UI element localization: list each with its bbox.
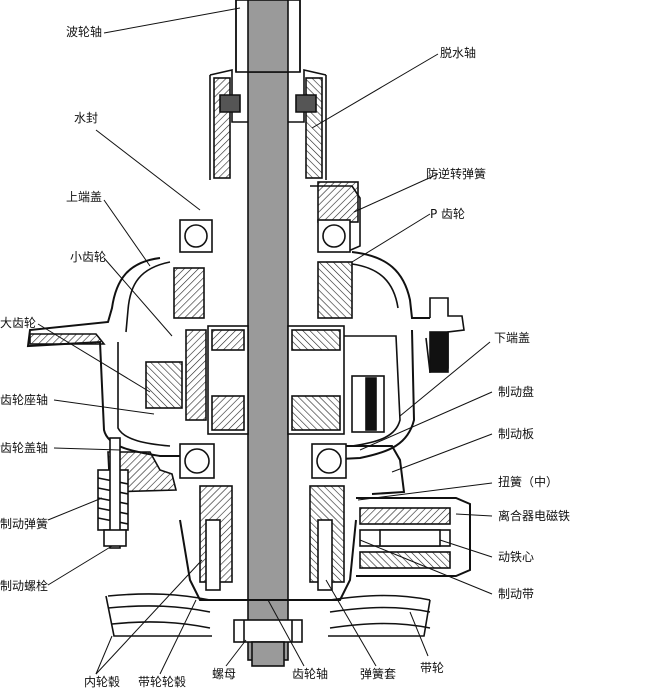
label-upper-cover: 上端盖	[66, 190, 102, 204]
pulley-hub	[179, 519, 357, 601]
labels: 波轮轴 脱水轴 水封 防逆转弹簧 P 齿轮 上端盖 小齿轮 大齿轮 下端盖 齿轮…	[0, 24, 570, 689]
upper-bearing-left	[179, 219, 213, 253]
label-moving-core: 动铁心	[498, 550, 534, 564]
lower-bearing-right	[311, 443, 347, 479]
label-gear-seat-shaft: 齿轮座轴	[0, 392, 48, 407]
big-gear	[29, 333, 106, 345]
brake-bolt	[109, 437, 121, 549]
brake-disc	[346, 445, 406, 495]
label-brake-spring: 制动弹簧	[0, 516, 48, 531]
label-anti-reverse-spring: 防逆转弹簧	[426, 166, 486, 181]
label-spin-shaft: 脱水轴	[440, 45, 476, 60]
label-nut: 螺母	[212, 667, 236, 681]
label-water-seal: 水封	[74, 111, 98, 125]
moving-core	[379, 529, 441, 547]
wave-shaft	[247, 0, 289, 661]
label-brake-plate: 制动板	[498, 427, 534, 441]
label-lower-cover: 下端盖	[494, 331, 530, 345]
spring-sleeve-left	[205, 519, 221, 591]
label-wave-shaft: 波轮轴	[66, 24, 102, 39]
small-gear	[173, 267, 205, 319]
label-clutch-magnet: 离合器电磁铁	[498, 508, 570, 523]
label-small-gear: 小齿轮	[70, 250, 106, 264]
lower-cover	[319, 329, 416, 461]
label-brake-bolt: 制动螺栓	[0, 578, 48, 593]
label-p-gear: P 齿轮	[430, 207, 465, 221]
lower-bearing-left	[179, 443, 215, 479]
leader-lines	[37, 7, 493, 675]
label-spring-sleeve: 弹簧套	[360, 666, 396, 681]
assembly-drawing	[26, 0, 471, 667]
label-inner-hub: 内轮毂	[84, 675, 120, 689]
label-big-gear: 大齿轮	[0, 316, 36, 330]
water-seal	[219, 94, 317, 113]
label-brake-disc: 制动盘	[498, 384, 534, 399]
label-torsion-spring: 扭簧（中）	[498, 474, 558, 489]
spring-sleeve-right	[317, 519, 333, 591]
pulley	[107, 593, 431, 629]
label-pulley: 带轮	[420, 661, 444, 675]
label-gear-shaft: 齿轮轴	[292, 666, 328, 681]
label-brake-band: 制动带	[498, 587, 534, 601]
gear-shaft-bottom	[251, 641, 285, 667]
upper-bearing-right	[317, 219, 351, 253]
label-pulley-hub: 带轮轮毂	[138, 675, 186, 689]
anti-reverse-spring	[317, 181, 359, 223]
label-gear-cover-shaft: 齿轮盖轴	[0, 440, 48, 455]
